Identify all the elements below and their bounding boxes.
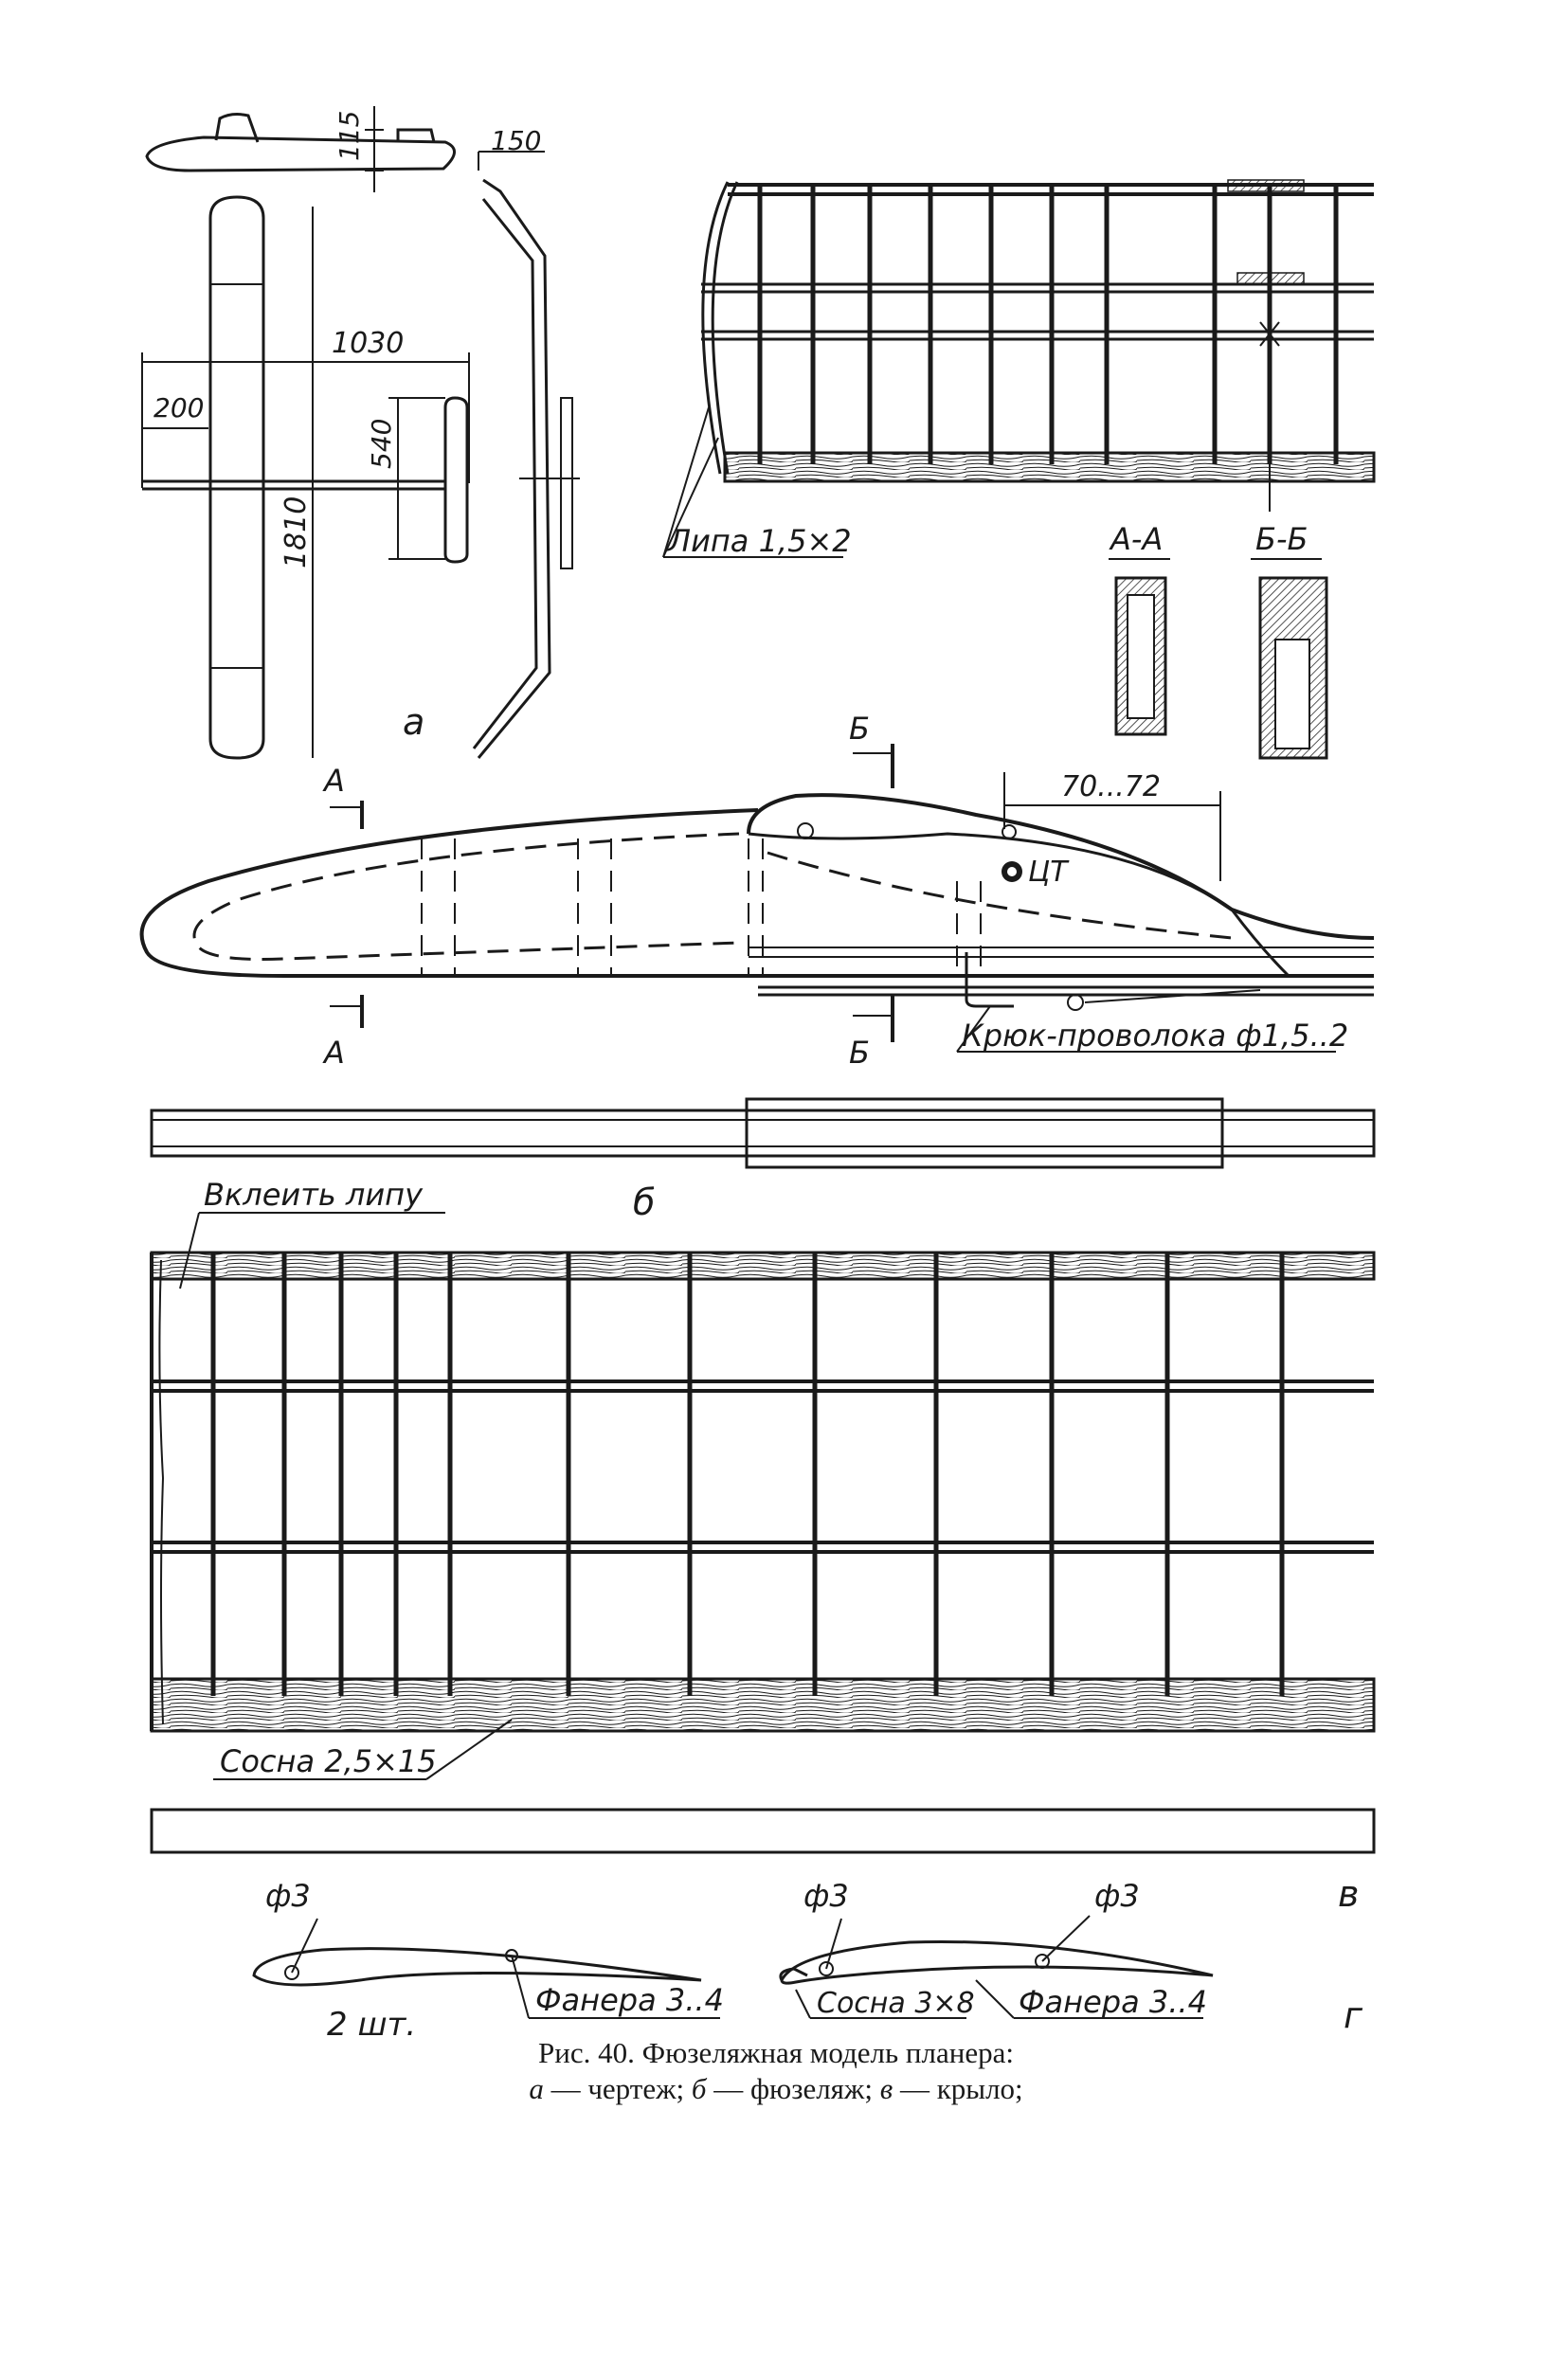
panel-b-fuselage-side: [139, 744, 1375, 1053]
label-glue-lipa: Вклеить липу: [204, 1177, 424, 1213]
panel-g-rib-left: [252, 1918, 720, 2019]
dim-150: 150: [491, 125, 541, 156]
caption-b-text: — фюзеляж;: [706, 2072, 880, 2105]
pine-small-label: Сосна 3×8: [817, 1987, 975, 2020]
dim-540: 540: [366, 419, 397, 469]
panel-a-side-view: [145, 106, 456, 192]
hook-label: Крюк-проволока ф1,5..2: [962, 1018, 1348, 1054]
label-lipa: Липа 1,5×2: [667, 523, 852, 559]
dim-1810: 1810: [280, 496, 313, 568]
dim-1030: 1030: [332, 327, 404, 360]
section-aa: [1109, 558, 1170, 736]
panel-v-wing-plan: [150, 1212, 1376, 1780]
label-pine-spar: Сосна 2,5×15: [220, 1743, 437, 1779]
panel-a-front-view: [472, 151, 580, 759]
panel-label-a: а: [403, 701, 424, 743]
panel-b-fuselage-top: [150, 1097, 1376, 1169]
section-mark-b-bottom: Б: [849, 1035, 870, 1071]
hole-label-right: ф3: [1094, 1878, 1140, 1914]
dim-200: 200: [153, 392, 204, 424]
caption-v-text: — крыло;: [893, 2072, 1023, 2105]
panel-v-wing-edge: [150, 1808, 1376, 1854]
caption-a-text: — чертеж;: [543, 2072, 692, 2105]
caption-line-1: Рис. 40. Фюзеляжная модель планера:: [538, 2036, 1014, 2069]
caption-a: а: [529, 2072, 544, 2105]
panel-label-b: б: [633, 1181, 655, 1223]
panel-label-g: г: [1344, 1994, 1363, 2036]
dim-115: 115: [334, 111, 365, 161]
plywood-label-right: Фанера 3..4: [1019, 1984, 1207, 2020]
section-mark-a-bottom: А: [322, 1035, 345, 1071]
panel-label-v: в: [1338, 1873, 1359, 1915]
wing-root-detail: [662, 179, 1376, 558]
section-mark-b-top: Б: [849, 711, 870, 747]
caption-v: в: [879, 2072, 893, 2105]
section-mark-a-top: А: [322, 763, 345, 799]
caption-line-2: а — чертеж; б — фюзеляж; в — крыло;: [0, 2071, 1552, 2107]
section-bb: [1251, 558, 1328, 760]
figure-caption: Рис. 40. Фюзеляжная модель планера: а — …: [0, 2035, 1552, 2107]
caption-b: б: [691, 2072, 707, 2105]
section-bb-label: Б-Б: [1255, 521, 1308, 557]
panel-a-top-view: [141, 195, 470, 760]
plywood-label-left: Фанера 3..4: [535, 1982, 724, 2018]
section-aa-label: А-А: [1109, 521, 1163, 557]
cg-label: ЦТ: [1028, 856, 1070, 889]
hole-label-mid: ф3: [803, 1878, 849, 1914]
panel-g-rib-right: [779, 1915, 1214, 2019]
dim-cg-distance: 70...72: [1061, 770, 1161, 803]
hole-label-left: ф3: [265, 1878, 311, 1914]
count-label: 2 шт.: [327, 2006, 416, 2044]
